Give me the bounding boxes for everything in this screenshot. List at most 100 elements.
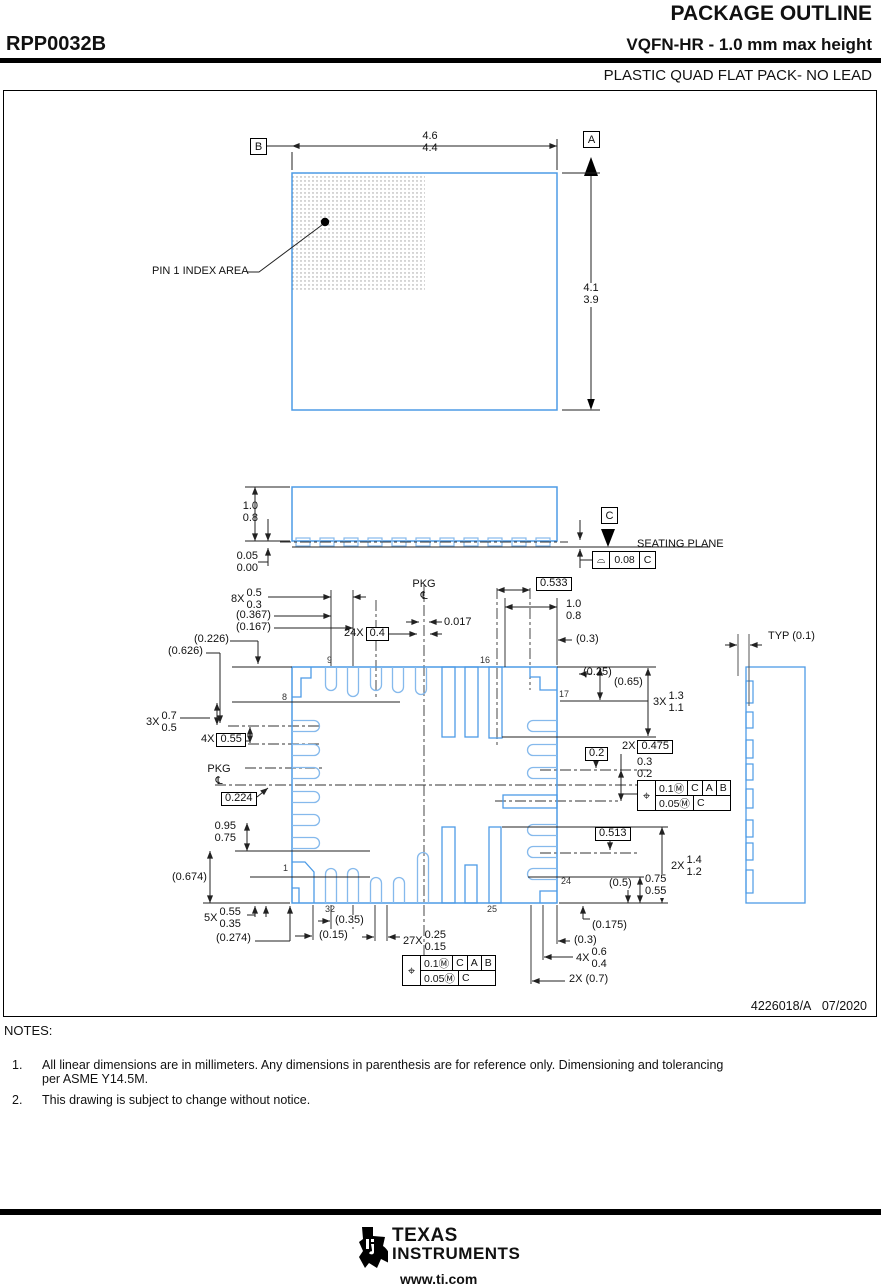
ti-logo: TEXAS INSTRUMENTS (352, 1226, 520, 1272)
ref-0367: (0.367) (236, 609, 271, 621)
pin-number-24: 24 (561, 876, 572, 886)
fcf-tolerance: 0.05Ⓜ (656, 796, 694, 810)
flatness-fcf: ⌓ 0.08 C (592, 551, 657, 569)
brand-texas: TEXAS (392, 1225, 458, 1246)
doc-number: 4226018/A (750, 999, 812, 1013)
ref-0175: (0.175) (592, 919, 627, 931)
fcf-tolerance: 0.05Ⓜ (421, 971, 459, 985)
dim-27x-025-015: 27X 0.25 0.15 (403, 929, 446, 953)
ref-025: (0.25) (583, 666, 612, 678)
flatness-value: 0.08 (610, 552, 640, 568)
datum-c-label: C (605, 509, 614, 522)
package-body-top (291, 172, 558, 411)
dim-24x-04: 24X 0.4 (344, 627, 389, 641)
datum-a-label: A (587, 133, 596, 146)
ref-035: (0.35) (334, 914, 365, 927)
dim-prefix: 2X (671, 859, 685, 872)
ti-url: www.ti.com (400, 1271, 478, 1287)
dim-095-075: 0.95 0.75 (214, 820, 236, 844)
dim-stack: 0.25 0.15 (424, 929, 446, 953)
package-body-side (291, 486, 558, 542)
flatness-datum: C (643, 554, 652, 566)
datum-c-box: C (601, 507, 618, 524)
fcf-datum: A (468, 956, 482, 970)
dim-stack: 0.5 0.3 (246, 587, 262, 611)
position-fcf-bottom: ⌖ 0.1Ⓜ C A B 0.05Ⓜ C (402, 955, 496, 986)
dim-4x-055: 4X 0.55 (201, 733, 246, 747)
dim-stack: 1.4 1.2 (686, 854, 702, 878)
dim-boxed: 0.475 (637, 740, 673, 754)
notes-heading: NOTES: (4, 1023, 53, 1038)
fcf-datum: B (719, 782, 727, 794)
dim-prefix: 8X (231, 592, 245, 605)
pin-number-16: 16 (480, 655, 491, 665)
ref-0167: (0.167) (236, 621, 271, 633)
detail-view (725, 634, 806, 904)
ref-03-bottom: (0.3) (574, 934, 597, 946)
dim-boxed: 0.4 (365, 627, 389, 641)
ref-065: (0.65) (614, 676, 643, 688)
dim-prefix: 3X (146, 715, 160, 728)
fcf-datum: C (453, 956, 468, 970)
brand-instruments: INSTRUMENTS (392, 1244, 521, 1263)
datum-a-box: A (583, 131, 600, 148)
dim-prefix: 5X (204, 911, 218, 924)
ref-0226: (0.226) (194, 633, 229, 645)
page-title: PACKAGE OUTLINE (670, 2, 872, 25)
flatness-symbol-icon: ⌓ (593, 552, 611, 568)
pin-number-8: 8 (282, 692, 288, 702)
header-rule (0, 58, 881, 63)
pin-number-1: 1 (283, 863, 289, 873)
datum-c-triangle (601, 529, 615, 547)
dim-standoff: 0.05 0.00 (236, 550, 258, 574)
dim-stack: 0.6 0.4 (591, 946, 607, 970)
pin1-dot (320, 217, 330, 227)
dim-10-08: 1.0 0.8 (566, 598, 582, 622)
dim-prefix: 4X (576, 951, 590, 964)
fcf-datum: B (484, 957, 492, 969)
ref-015: (0.15) (318, 929, 349, 942)
note-item-1: 1. All linear dimensions are in millimet… (12, 1058, 832, 1086)
dim-2x-14-12: 2X 1.4 1.2 (670, 854, 703, 879)
dim-package-height: 1.0 0.8 (242, 500, 258, 524)
dim-02: 0.2 (585, 747, 609, 761)
part-number: RPP0032B (6, 33, 107, 55)
note-number: 1. (12, 1058, 23, 1072)
ref-03-top: (0.3) (576, 633, 599, 645)
dim-boxed: 0.55 (216, 733, 246, 747)
ref-0674: (0.674) (172, 871, 207, 883)
package-body-detail (745, 666, 806, 904)
dim-5x-055-035: 5X 0.55 0.35 (204, 906, 241, 930)
datum-b-label: B (254, 140, 263, 153)
top-view (247, 139, 600, 411)
pin1-index-area-label: PIN 1 INDEX AREA (152, 265, 249, 277)
dim-prefix: 2X (622, 740, 636, 752)
ti-texas-glyph-icon (359, 1227, 388, 1268)
pin-number-25: 25 (487, 904, 498, 914)
drawing-number: 4226018/A 07/2020 (751, 999, 867, 1013)
doc-date: 07/2020 (821, 999, 867, 1013)
dim-0513: 0.513 (595, 827, 631, 841)
fcf-tolerance: 0.1Ⓜ (421, 956, 454, 970)
ref-0626: (0.626) (168, 645, 203, 657)
pkg-centerline-left: PKG ℄ (207, 763, 231, 787)
dim-body-width: 4.6 4.4 (422, 130, 438, 154)
package-type: PLASTIC QUAD FLAT PACK- NO LEAD (603, 67, 872, 84)
fcf-tolerance: 0.1Ⓜ (656, 781, 689, 795)
dim-prefix: 27X (403, 934, 423, 947)
bottom-view (180, 585, 668, 985)
fcf-datum: A (703, 781, 717, 795)
dim-stack: 1.3 1.1 (668, 690, 684, 714)
dim-prefix: 24X (344, 627, 364, 639)
note-text: This drawing is subject to change withou… (42, 1093, 311, 1107)
dim-0533: 0.533 (536, 577, 572, 591)
dim-4x-06-04: 4X 0.6 0.4 (576, 946, 607, 970)
pin-number-32: 32 (325, 904, 336, 914)
position-fcf-right: ⌖ 0.1Ⓜ C A B 0.05Ⓜ C (637, 780, 731, 811)
ref-0274: (0.274) (216, 932, 251, 944)
seating-plane-label: SEATING PLANE (637, 538, 724, 550)
dim-3x-13-11: 3X 1.3 1.1 (652, 690, 685, 715)
dim-stack: 0.7 0.5 (161, 710, 177, 734)
dim-body-height: 4.1 3.9 (582, 282, 600, 307)
